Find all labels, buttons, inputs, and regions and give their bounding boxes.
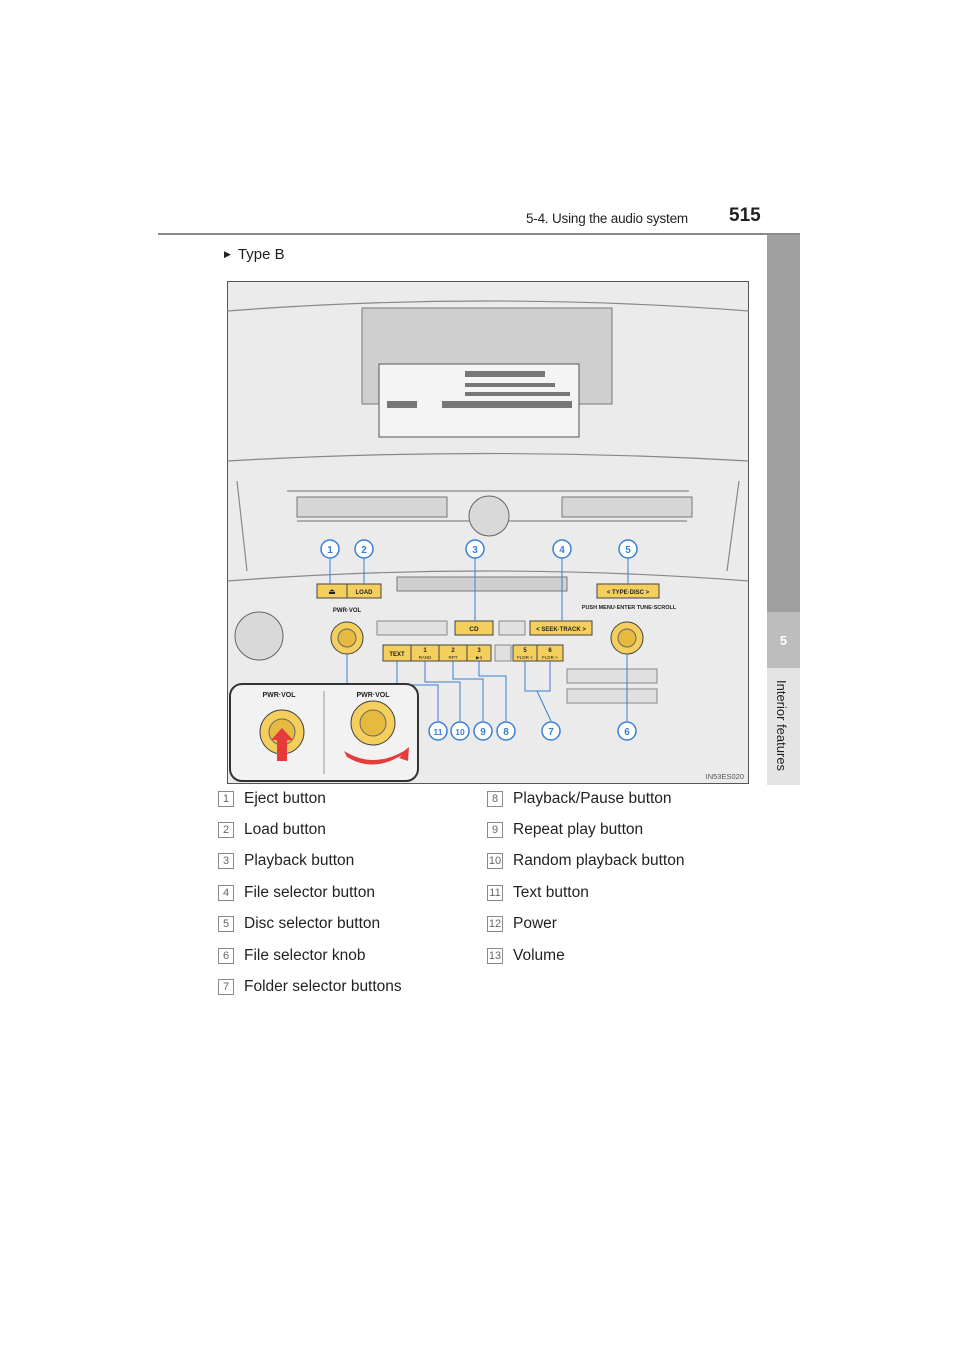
legend-number-icon: 5	[218, 916, 234, 932]
tune-scroll-knob-center	[617, 628, 637, 648]
callout-leader-lines	[329, 558, 629, 722]
preset-3-sub: ▶II	[476, 655, 482, 660]
legend-item: 10 Random playback button	[487, 852, 684, 870]
legend-item: 9 Repeat play button	[487, 821, 643, 839]
preset-1-number: 1	[423, 648, 427, 654]
legend-text: Eject button	[244, 790, 326, 807]
display-segments	[387, 371, 572, 408]
legend-item: 3 Playback button	[218, 852, 354, 870]
page-number: 515	[729, 205, 761, 226]
inset-volume-knob-center	[359, 709, 387, 737]
preset-2-sub: RPT	[449, 655, 458, 660]
text-button-label: TEXT	[389, 652, 405, 658]
legend-item: 1 Eject button	[218, 790, 326, 808]
legend-text: Disc selector button	[244, 915, 381, 932]
preset-1-sub: RAND	[419, 655, 433, 660]
audio-panel-illustration: ⏏ LOAD < TYPE·DISC > PWR·VOL PUSH MENU·E…	[227, 281, 749, 784]
callout-3: 3	[472, 545, 478, 556]
side-tab-lower	[767, 668, 800, 785]
chapter-title: Interior features	[774, 680, 789, 772]
legend-text: Playback/Pause button	[513, 790, 672, 807]
cd-button	[454, 620, 494, 636]
display-screen	[378, 363, 580, 438]
legend-item: 11 Text button	[487, 884, 589, 902]
legend-number-icon: 11	[487, 885, 503, 901]
legend-text: Random playback button	[513, 852, 685, 869]
load-button-label: LOAD	[356, 590, 374, 596]
figure-code: IN53ES020	[706, 772, 744, 781]
legend-number-icon: 9	[487, 822, 503, 838]
callout-11: 11	[434, 727, 443, 737]
legend-item: 8 Playback/Pause button	[487, 790, 672, 808]
callout-7: 7	[548, 727, 554, 738]
legend-text: Playback button	[244, 852, 355, 869]
legend-item: 5 Disc selector button	[218, 915, 380, 933]
legend-item: 6 File selector knob	[218, 947, 365, 965]
preset-5-number: 5	[523, 648, 527, 654]
triangle-bullet-icon: ▶	[224, 249, 231, 259]
type-disc-button-label: < TYPE·DISC >	[607, 590, 650, 596]
legend-number-icon: 6	[218, 948, 234, 964]
seek-track-button	[529, 620, 593, 636]
lower-buttons	[376, 620, 658, 704]
air-vents	[296, 496, 693, 518]
inset-label-volume: PWR·VOL	[356, 692, 390, 699]
right-knob-label: PUSH MENU·ENTER TUNE·SCROLL	[582, 605, 677, 611]
callout-9: 9	[480, 727, 486, 738]
preset-6-sub: FLDR >	[542, 655, 558, 660]
legend-text: Volume	[513, 947, 565, 964]
legend-text: Text button	[513, 884, 589, 901]
header-section-title: 5-4. Using the audio system	[526, 211, 688, 226]
preset-3-number: 3	[477, 648, 481, 654]
legend-number-icon: 1	[218, 791, 234, 807]
legend-item: 7 Folder selector buttons	[218, 978, 402, 996]
legend-item: 4 File selector button	[218, 884, 375, 902]
callout-6: 6	[624, 727, 630, 738]
legend-text: Folder selector buttons	[244, 978, 402, 995]
header-rule	[158, 233, 800, 235]
preset-2-number: 2	[451, 648, 455, 654]
legend-number-icon: 8	[487, 791, 503, 807]
callout-10: 10	[455, 727, 465, 737]
legend-number-icon: 2	[218, 822, 234, 838]
push-arrow-icon	[271, 728, 293, 761]
legend-number-icon: 10	[487, 853, 503, 869]
seek-track-button-label: < SEEK·TRACK >	[536, 627, 586, 633]
legend-item: 2 Load button	[218, 821, 326, 839]
callout-1: 1	[327, 545, 333, 556]
inset-label-power: PWR·VOL	[262, 692, 296, 699]
disc-slot	[396, 576, 568, 592]
legend-text: Load button	[244, 821, 326, 838]
side-tab-top	[767, 235, 800, 612]
legend-number-icon: 4	[218, 885, 234, 901]
side-dial	[234, 611, 284, 661]
left-knob-label: PWR·VOL	[333, 608, 362, 614]
legend-text: Repeat play button	[513, 821, 644, 838]
legend-text: Power	[513, 915, 557, 932]
chapter-number: 5	[767, 612, 800, 668]
callout-5: 5	[625, 545, 631, 556]
legend-item: 13 Volume	[487, 947, 565, 965]
preset-5-sub: FLDR <	[517, 655, 533, 660]
legend-text: File selector knob	[244, 947, 366, 964]
callout-2: 2	[361, 545, 367, 556]
rotate-arrow-icon	[344, 747, 409, 765]
type-label-text: Type B	[237, 246, 285, 263]
callout-8: 8	[503, 727, 509, 738]
legend-number-icon: 7	[218, 979, 234, 995]
legend-number-icon: 13	[487, 948, 503, 964]
preset-6-number: 6	[548, 648, 552, 654]
clock	[468, 495, 510, 537]
legend-number-icon: 12	[487, 916, 503, 932]
power-volume-knob-center	[337, 628, 357, 648]
callout-4: 4	[559, 545, 565, 556]
cd-button-label: CD	[469, 626, 479, 633]
legend-item: 12 Power	[487, 915, 557, 933]
eject-icon: ⏏	[328, 587, 336, 596]
type-label: ▶ Type B	[224, 246, 285, 263]
legend-text: File selector button	[244, 884, 375, 901]
legend-number-icon: 3	[218, 853, 234, 869]
